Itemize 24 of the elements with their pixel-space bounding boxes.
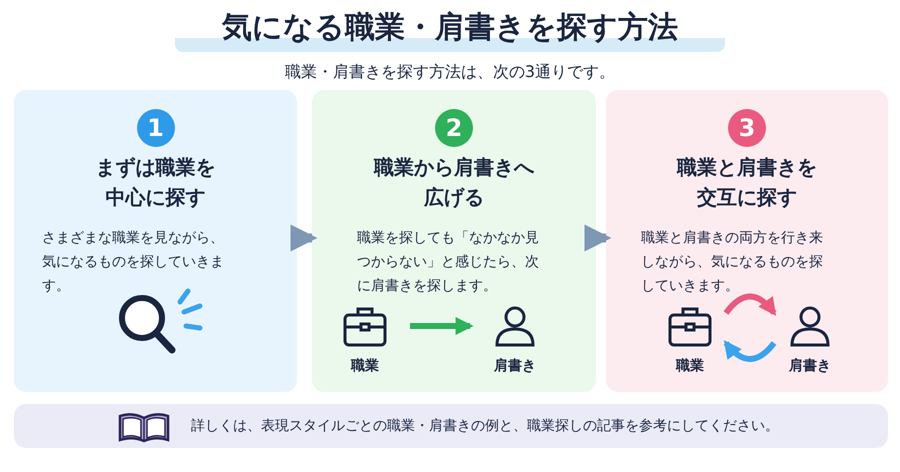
icon-label: 職業 bbox=[674, 357, 705, 375]
subtitle: 職業・肩書きを探す方法は、次の3通りです。 bbox=[284, 61, 616, 83]
title: 気になる職業・肩書きを探す方法 bbox=[175, 8, 725, 52]
arrow bbox=[410, 317, 474, 335]
step-description: 職業と肩書きの両方を行き来しながら、気になるものを探していきます。 bbox=[641, 229, 824, 296]
note-banner bbox=[14, 404, 888, 448]
step-heading: 職業から肩書きへ広げる bbox=[372, 154, 536, 211]
arrow bbox=[584, 224, 612, 252]
number-badge: 2 bbox=[435, 109, 473, 147]
note-text: 詳しくは、表現スタイルごとの職業・肩書きの例と、職業探しの記事を参考にしてください。 bbox=[191, 417, 779, 436]
step-panel bbox=[312, 90, 596, 392]
number-badge: 1 bbox=[136, 109, 174, 147]
number-badge: 3 bbox=[728, 109, 766, 147]
step-description: 職業を探しても「なかなか見つからない」と感じたら、次に肩書きを探します。 bbox=[357, 229, 540, 296]
icon-label: 職業 bbox=[350, 357, 380, 375]
step-panel bbox=[14, 90, 297, 392]
icon-label: 肩書き bbox=[492, 357, 537, 375]
step-heading: 職業と肩書きを交互に探す bbox=[676, 154, 818, 211]
arrow bbox=[290, 224, 318, 252]
icon-label: 肩書き bbox=[788, 357, 832, 375]
step-panel bbox=[606, 90, 888, 392]
step-description: さまざまな職業を見ながら、気になるものを探していきます。 bbox=[42, 229, 225, 296]
step-heading: まずは職業を中心に探す bbox=[94, 154, 216, 211]
arrow bbox=[724, 294, 776, 316]
